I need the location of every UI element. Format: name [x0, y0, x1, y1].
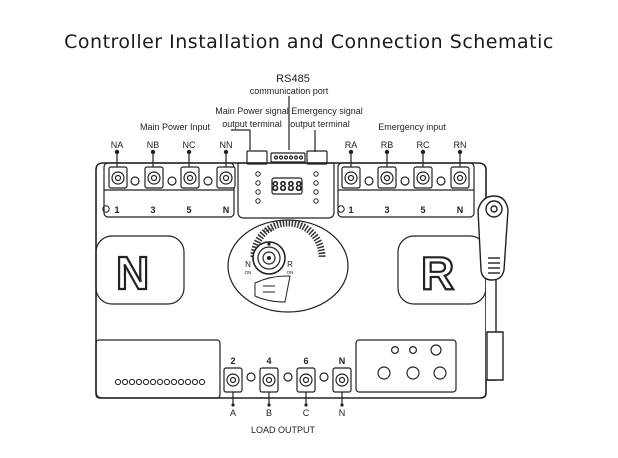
terminal-label-rb: RB — [380, 140, 394, 150]
knob-label-n: N — [245, 260, 251, 269]
load-pole-n: N — [339, 356, 346, 366]
load-pole-6: 6 — [303, 356, 308, 366]
terminal-label-nn: NN — [219, 140, 233, 150]
load-output-label: LOAD OUTPUT — [251, 425, 316, 435]
load-terminal-b: B — [266, 408, 272, 418]
main-pole-5: 5 — [186, 205, 191, 215]
main-power-signal-label-1: Main Power signal — [215, 106, 289, 116]
emergency-pole-1: 1 — [348, 205, 353, 215]
knob-label-n-on: ON — [245, 270, 252, 275]
terminal-label-rn: RN — [453, 140, 467, 150]
emergency-pole-3: 3 — [384, 205, 389, 215]
big-letter-n: N — [116, 247, 149, 299]
terminal-label-nb: NB — [146, 140, 160, 150]
selector-knob — [250, 219, 326, 293]
emergency-signal-label-1: Emergency signal — [291, 106, 363, 116]
emergency-pole-5: 5 — [420, 205, 425, 215]
load-pole-2: 2 — [230, 356, 235, 366]
main-pole-1: 1 — [114, 205, 119, 215]
big-letter-r: R — [421, 247, 454, 299]
emergency-input-label: Emergency input — [378, 122, 446, 132]
knob-label-r-on: ON — [287, 270, 294, 275]
operating-handle — [477, 195, 509, 381]
knob-label-r: R — [287, 260, 293, 269]
load-terminal-n: N — [339, 408, 346, 418]
load-terminal-a: A — [230, 408, 236, 418]
terminal-label-rc: RC — [416, 140, 430, 150]
terminal-label-na: NA — [110, 140, 124, 150]
main-power-signal-label-2: output terminal — [222, 119, 282, 129]
knob-label-off: OFF — [264, 228, 274, 234]
main-power-input-label: Main Power Input — [139, 122, 211, 132]
main-pole-3: 3 — [150, 205, 155, 215]
load-terminal-c: C — [303, 408, 310, 418]
emergency-pole-n: N — [457, 205, 464, 215]
rs485-label: RS485 — [276, 73, 310, 85]
emergency-signal-label-2: output terminal — [290, 119, 350, 129]
terminal-label-ra: RA — [344, 140, 358, 150]
terminal-label-nc: NC — [182, 140, 196, 150]
diagram-title: Controller Installation and Connection S… — [64, 31, 554, 53]
load-pole-4: 4 — [266, 356, 271, 366]
display-readout: 8888 — [271, 180, 302, 195]
main-pole-n: N — [223, 205, 230, 215]
comm-port-label: communication port — [249, 86, 329, 96]
